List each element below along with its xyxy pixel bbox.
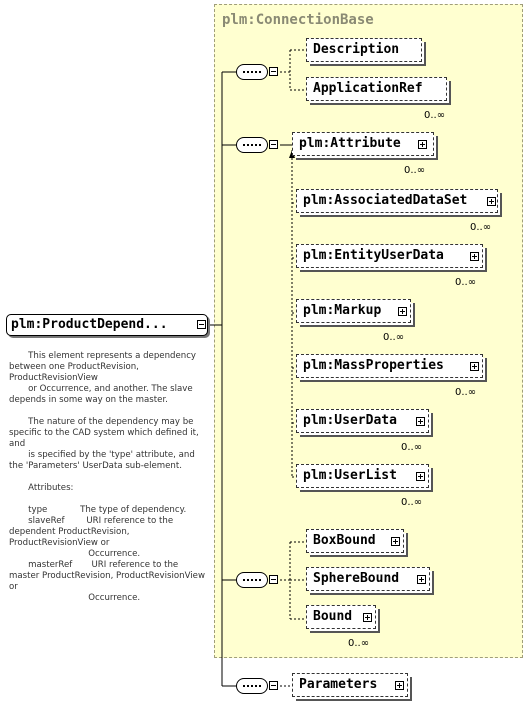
cardinality-label: 0..∞ — [455, 387, 477, 398]
cardinality-label: 0..∞ — [470, 222, 492, 233]
element-plm-associated-data-set[interactable]: plm:AssociatedDataSet — [296, 189, 501, 216]
expand-plus-icon[interactable] — [417, 575, 426, 584]
collapse-minus-icon[interactable] — [269, 575, 278, 584]
cardinality-label: 0..∞ — [404, 165, 426, 176]
cardinality-label: 0..∞ — [401, 497, 423, 508]
expand-plus-icon[interactable] — [395, 681, 404, 690]
cardinality-label: 0..∞ — [455, 277, 477, 288]
expand-plus-icon[interactable] — [416, 417, 425, 426]
sequence-compositor-icon[interactable] — [236, 137, 268, 153]
expand-plus-icon[interactable] — [487, 197, 496, 206]
element-plm-mass-properties[interactable]: plm:MassProperties — [296, 354, 486, 381]
element-box-bound[interactable]: BoxBound — [306, 529, 404, 553]
root-element-label: plm:ProductDepend... — [11, 317, 168, 332]
expand-plus-icon[interactable] — [363, 613, 372, 622]
collapse-minus-icon[interactable] — [269, 67, 278, 76]
collapse-minus-icon[interactable] — [197, 320, 206, 329]
expand-plus-icon[interactable] — [398, 307, 407, 316]
element-description[interactable]: Description — [306, 38, 422, 62]
element-plm-user-data[interactable]: plm:UserData — [296, 409, 432, 436]
base-type-title: plm:ConnectionBase — [222, 12, 374, 28]
sequence-compositor-icon[interactable] — [236, 572, 268, 588]
expand-plus-icon[interactable] — [418, 140, 427, 149]
element-bound[interactable]: Bound — [306, 605, 379, 632]
element-plm-user-list[interactable]: plm:UserList — [296, 464, 432, 491]
expand-plus-icon[interactable] — [470, 252, 479, 261]
sequence-compositor-icon[interactable] — [236, 678, 268, 694]
root-documentation: This element represents a dependency bet… — [9, 351, 205, 603]
expand-plus-icon[interactable] — [416, 472, 425, 481]
cardinality-label: 0..∞ — [348, 638, 370, 649]
cardinality-label: 0..∞ — [401, 442, 423, 453]
sequence-compositor-icon[interactable] — [236, 64, 268, 80]
element-plm-attribute[interactable]: plm:Attribute — [292, 132, 437, 159]
root-element-node[interactable]: plm:ProductDepend... — [6, 314, 208, 336]
element-sphere-bound[interactable]: SphereBound — [306, 567, 430, 591]
expand-plus-icon[interactable] — [470, 362, 479, 371]
cardinality-label: 0..∞ — [383, 332, 405, 343]
element-application-ref[interactable]: ApplicationRef — [306, 77, 450, 104]
element-plm-entity-user-data[interactable]: plm:EntityUserData — [296, 244, 486, 271]
element-plm-markup[interactable]: plm:Markup — [296, 299, 414, 326]
cardinality-label: 0..∞ — [424, 110, 446, 121]
expand-plus-icon[interactable] — [391, 537, 400, 546]
element-parameters[interactable]: Parameters — [292, 673, 408, 697]
collapse-minus-icon[interactable] — [269, 681, 278, 690]
collapse-minus-icon[interactable] — [269, 140, 278, 149]
